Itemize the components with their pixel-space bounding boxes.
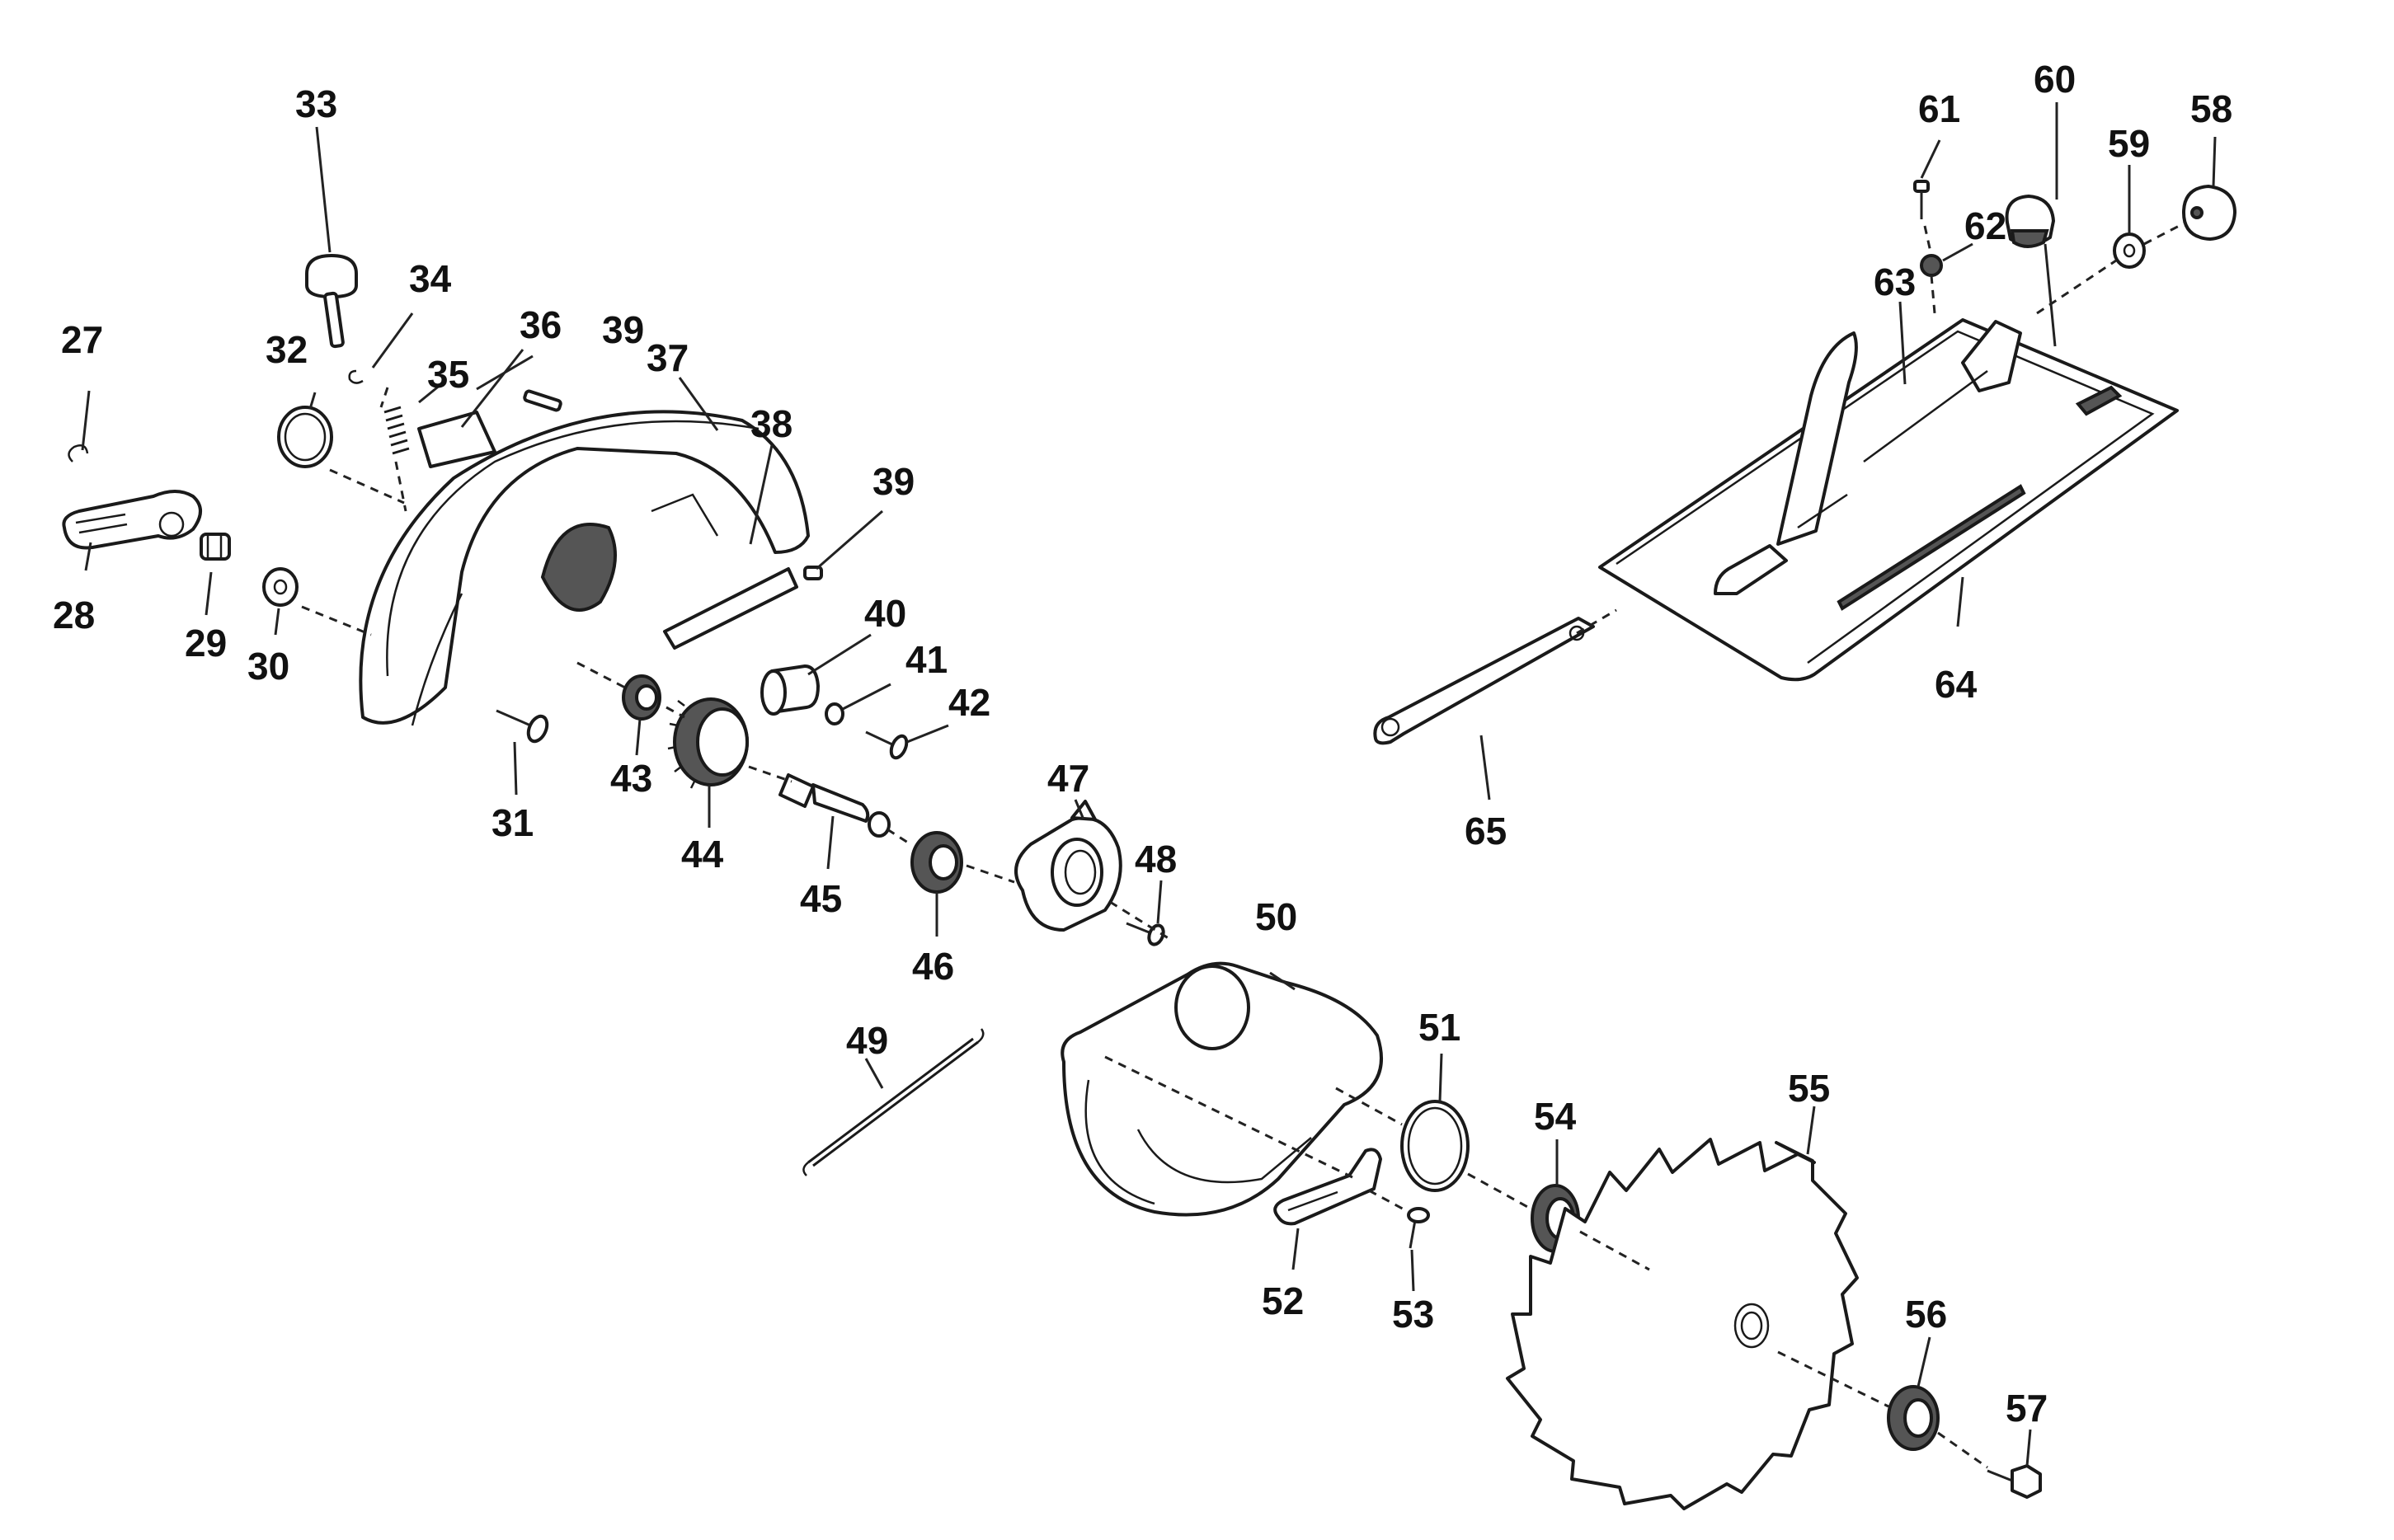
- label-59: 59: [2108, 122, 2150, 165]
- label-38: 38: [750, 402, 793, 445]
- part-60-knob: [2005, 195, 2055, 248]
- label-52: 52: [1262, 1279, 1304, 1322]
- label-49: 49: [846, 1019, 888, 1062]
- part-64-base-plate: [1598, 318, 2179, 682]
- part-37-upper-guard: [359, 410, 810, 726]
- part-35-spring: [383, 406, 410, 455]
- part-42-screw: [865, 730, 909, 760]
- label-41: 41: [905, 638, 948, 681]
- label-32: 32: [266, 328, 308, 371]
- label-27: 27: [61, 318, 103, 361]
- part-61-screw: [1913, 180, 1930, 219]
- part-47-housing: [1014, 800, 1122, 932]
- label-44: 44: [681, 833, 724, 876]
- part-59-washer: [2113, 232, 2146, 269]
- part-57-bolt: [1987, 1464, 2042, 1499]
- part-41-washer: [825, 702, 844, 725]
- part-52-lever: [1273, 1148, 1382, 1226]
- part-65-strap: [1373, 617, 1595, 745]
- label-62: 62: [1964, 204, 2006, 247]
- part-38-deflector: [663, 567, 798, 650]
- part-44-gear: [667, 697, 749, 789]
- part-29-nut: [200, 533, 231, 561]
- label-56: 56: [1905, 1293, 1947, 1336]
- label-60: 60: [2034, 58, 2076, 101]
- part-28-lever: [62, 490, 202, 550]
- part-56-flange: [1887, 1385, 1940, 1451]
- label-39b: 39: [872, 460, 915, 503]
- label-55: 55: [1788, 1067, 1830, 1110]
- part-34-eclip: [348, 369, 364, 384]
- leader-lines: [81, 102, 2217, 1469]
- label-40: 40: [864, 592, 906, 635]
- part-62-nut: [1920, 254, 1943, 277]
- label-35: 35: [427, 353, 469, 396]
- part-58-knob: [2182, 185, 2236, 241]
- part-48-screw: [1126, 922, 1165, 946]
- part-40-bushing: [760, 664, 820, 716]
- part-55-saw-blade: [1506, 1138, 1859, 1510]
- label-65: 65: [1465, 810, 1507, 852]
- label-50: 50: [1255, 895, 1297, 938]
- label-39a: 39: [602, 308, 644, 351]
- label-53: 53: [1392, 1293, 1434, 1336]
- label-42: 42: [948, 681, 990, 724]
- label-34: 34: [409, 257, 452, 300]
- part-46-bearing: [910, 831, 963, 894]
- label-36: 36: [520, 303, 562, 346]
- label-29: 29: [185, 622, 227, 664]
- label-54: 54: [1534, 1095, 1577, 1138]
- label-47: 47: [1047, 757, 1089, 800]
- part-39-pin-a: [523, 389, 562, 412]
- label-33: 33: [295, 82, 337, 125]
- part-39-pin-b: [803, 566, 823, 580]
- label-61: 61: [1918, 87, 1960, 130]
- part-32-ring: [277, 406, 333, 468]
- label-45: 45: [800, 877, 842, 920]
- part-30-washer: [262, 567, 299, 607]
- label-48: 48: [1135, 838, 1177, 880]
- part-36-plate: [417, 411, 496, 468]
- part-27-clip: [68, 444, 89, 462]
- part-53-screw: [1407, 1207, 1430, 1249]
- part-43-bearing: [622, 674, 661, 721]
- part-49-spring: [802, 1028, 985, 1176]
- part-51-ring: [1400, 1100, 1470, 1192]
- part-50-lower-guard: [1061, 961, 1383, 1217]
- label-28: 28: [53, 594, 95, 636]
- label-46: 46: [912, 945, 954, 988]
- part-33-knob: [305, 254, 358, 349]
- part-number-labels: 27 28 29 30 31 32 33 34 35 36 37 38 39 3…: [53, 58, 2232, 1430]
- label-51: 51: [1418, 1006, 1460, 1049]
- label-37: 37: [647, 336, 689, 379]
- label-57: 57: [2006, 1387, 2048, 1430]
- label-31: 31: [491, 801, 534, 844]
- label-63: 63: [1874, 261, 1916, 303]
- part-45-spindle: [778, 773, 891, 838]
- label-58: 58: [2190, 87, 2232, 130]
- label-30: 30: [247, 645, 289, 688]
- part-31-screw: [496, 709, 549, 744]
- label-64: 64: [1935, 663, 1978, 706]
- label-43: 43: [610, 757, 652, 800]
